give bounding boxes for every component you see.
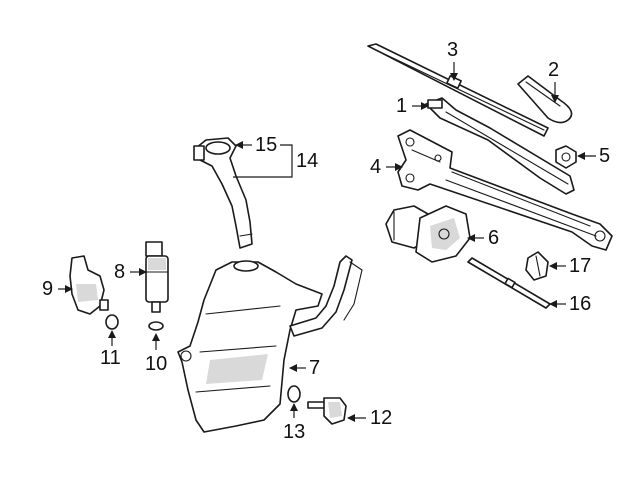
callout-11: 11	[100, 347, 121, 369]
callout-10: 10	[145, 353, 168, 375]
callout-8: 8	[114, 261, 126, 283]
pump-seal	[148, 321, 164, 331]
wiper-blade	[367, 43, 549, 137]
pump-seal-alt	[105, 314, 119, 330]
callout-12: 12	[370, 407, 393, 429]
wiper-arm-cap	[517, 75, 573, 124]
callout-2: 2	[548, 59, 560, 81]
grommet	[287, 385, 301, 403]
hose-connector	[525, 251, 549, 281]
wiper-linkage	[397, 129, 613, 251]
callout-4: 4	[370, 156, 382, 178]
callout-6: 6	[488, 227, 500, 249]
callout-1: 1	[396, 95, 408, 117]
callout-5: 5	[599, 145, 611, 167]
callout-7: 7	[309, 357, 321, 379]
callout-14: 14	[296, 150, 319, 172]
filler-neck	[193, 137, 253, 249]
arm-nut	[555, 145, 577, 169]
callout-16: 16	[569, 293, 592, 315]
callout-13: 13	[283, 421, 306, 443]
callout-9: 9	[42, 278, 54, 300]
callout-3: 3	[447, 39, 459, 61]
callout-17: 17	[569, 255, 592, 277]
leader-lines	[58, 62, 596, 422]
level-sensor	[307, 397, 347, 425]
washer-pump-alt	[69, 255, 109, 315]
wiper-arm	[425, 97, 575, 195]
callout-15: 15	[255, 134, 278, 156]
wiper-motor	[385, 205, 471, 263]
washer-reservoir	[177, 255, 363, 433]
washer-pump	[145, 241, 169, 313]
